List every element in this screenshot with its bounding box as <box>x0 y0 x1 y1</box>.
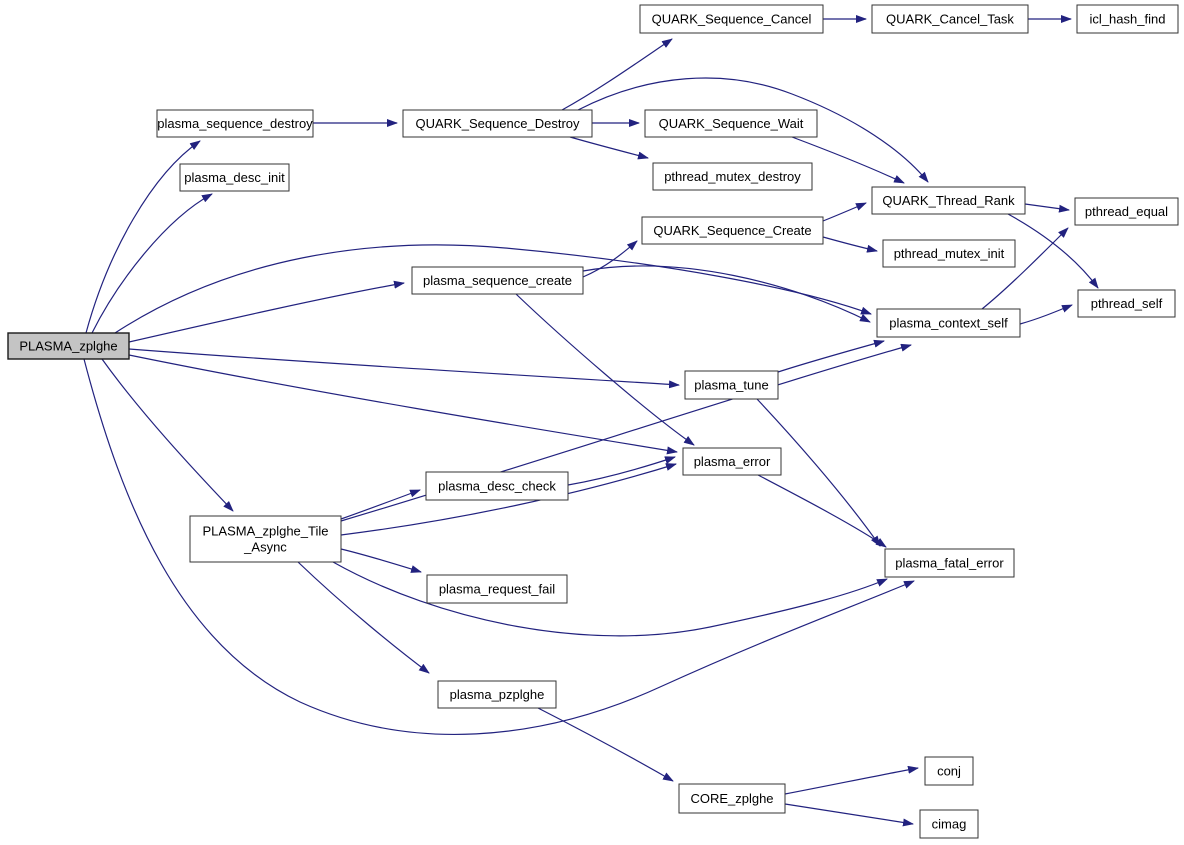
edge-PLASMA_zplghe-to-plasma_context_self <box>114 244 872 334</box>
edge-plasma_sequence_create-to-QUARK_Sequence_Create <box>582 240 638 278</box>
node-plasma_context_self[interactable]: plasma_context_self <box>876 308 1021 338</box>
node-plasma_desc_check[interactable]: plasma_desc_check <box>425 471 569 501</box>
node-label-plasma_tune: plasma_tune <box>694 378 768 393</box>
node-QUARK_Thread_Rank[interactable]: QUARK_Thread_Rank <box>871 186 1026 215</box>
node-conj[interactable]: conj <box>924 756 974 786</box>
edge-plasma_sequence_create-to-plasma_context_self <box>582 265 871 323</box>
node-plasma_tune[interactable]: plasma_tune <box>684 370 779 400</box>
edges-layer <box>83 15 1099 827</box>
node-label-plasma_error: plasma_error <box>694 454 771 469</box>
node-label-plasma_desc_check: plasma_desc_check <box>438 479 556 494</box>
node-label-QUARK_Cancel_Task: QUARK_Cancel_Task <box>886 12 1014 27</box>
edge-PLASMA_zplghe-to-plasma_sequence_create <box>128 280 405 343</box>
edge-CORE_zplghe-to-cimag <box>784 803 914 827</box>
node-label-plasma_request_fail: plasma_request_fail <box>439 582 555 597</box>
edge-QUARK_Sequence_Wait-to-QUARK_Thread_Rank <box>791 136 905 184</box>
edge-plasma_error-to-plasma_fatal_error <box>757 474 887 548</box>
edge-QUARK_Thread_Rank-to-pthread_self <box>1007 213 1099 289</box>
node-pthread_equal[interactable]: pthread_equal <box>1074 197 1179 226</box>
edge-CORE_zplghe-to-conj <box>784 765 919 795</box>
node-pthread_mutex_init[interactable]: pthread_mutex_init <box>882 239 1016 268</box>
node-QUARK_Sequence_Create[interactable]: QUARK_Sequence_Create <box>641 216 824 245</box>
node-label-plasma_desc_init: plasma_desc_init <box>184 170 285 185</box>
edge-PLASMA_zplghe_Tile_Async-to-plasma_context_self <box>340 343 912 522</box>
edge-PLASMA_zplghe-to-plasma_tune <box>128 348 680 389</box>
edge-plasma_tune-to-plasma_fatal_error <box>756 398 881 547</box>
node-label-plasma_fatal_error: plasma_fatal_error <box>895 556 1004 571</box>
node-label-QUARK_Sequence_Wait: QUARK_Sequence_Wait <box>659 116 804 131</box>
node-pthread_self[interactable]: pthread_self <box>1077 289 1176 318</box>
node-label-pthread_mutex_init: pthread_mutex_init <box>894 246 1005 261</box>
edge-PLASMA_zplghe_Tile_Async-to-plasma_fatal_error <box>332 561 888 637</box>
node-plasma_desc_init[interactable]: plasma_desc_init <box>179 163 290 192</box>
node-PLASMA_zplghe[interactable]: PLASMA_zplghe <box>7 332 130 360</box>
edge-QUARK_Sequence_Create-to-QUARK_Thread_Rank <box>822 202 867 222</box>
edge-QUARK_Thread_Rank-to-pthread_equal <box>1024 203 1070 213</box>
node-label-QUARK_Sequence_Cancel: QUARK_Sequence_Cancel <box>652 12 812 27</box>
edge-plasma_desc_check-to-plasma_error <box>567 456 676 486</box>
node-label-PLASMA_zplghe_Tile_Async-line1: PLASMA_zplghe_Tile <box>203 524 329 539</box>
edge-plasma_sequence_create-to-plasma_error <box>515 293 695 446</box>
node-label-PLASMA_zplghe_Tile_Async-line2: _Async <box>243 540 287 555</box>
node-pthread_mutex_destroy[interactable]: pthread_mutex_destroy <box>652 162 813 191</box>
node-label-icl_hash_find: icl_hash_find <box>1090 12 1166 27</box>
edge-PLASMA_zplghe_Tile_Async-to-plasma_request_fail <box>340 548 422 573</box>
edge-QUARK_Sequence_Destroy-to-QUARK_Thread_Rank <box>577 77 929 183</box>
node-label-plasma_sequence_destroy: plasma_sequence_destroy <box>157 116 313 131</box>
node-label-pthread_equal: pthread_equal <box>1085 204 1168 219</box>
node-QUARK_Sequence_Wait[interactable]: QUARK_Sequence_Wait <box>644 109 818 138</box>
node-label-plasma_sequence_create: plasma_sequence_create <box>423 273 572 288</box>
edge-QUARK_Sequence_Destroy-to-pthread_mutex_destroy <box>569 136 649 160</box>
edge-plasma_pzplghe-to-CORE_zplghe <box>537 707 674 782</box>
node-label-QUARK_Sequence_Destroy: QUARK_Sequence_Destroy <box>415 116 580 131</box>
node-plasma_pzplghe[interactable]: plasma_pzplghe <box>437 680 557 709</box>
edge-PLASMA_zplghe-to-plasma_fatal_error <box>83 358 915 736</box>
node-label-pthread_self: pthread_self <box>1091 296 1163 311</box>
node-icl_hash_find[interactable]: icl_hash_find <box>1076 4 1179 34</box>
edge-QUARK_Sequence_Create-to-pthread_mutex_init <box>822 236 878 253</box>
node-label-QUARK_Sequence_Create: QUARK_Sequence_Create <box>653 223 811 238</box>
edge-PLASMA_zplghe_Tile_Async-to-plasma_pzplghe <box>297 561 430 674</box>
node-plasma_fatal_error[interactable]: plasma_fatal_error <box>884 548 1015 578</box>
node-cimag[interactable]: cimag <box>919 809 979 839</box>
node-label-cimag: cimag <box>932 817 967 832</box>
node-plasma_error[interactable]: plasma_error <box>682 447 782 476</box>
node-PLASMA_zplghe_Tile_Async[interactable]: PLASMA_zplghe_Tile_Async <box>189 515 342 563</box>
node-label-CORE_zplghe: CORE_zplghe <box>690 791 773 806</box>
edge-plasma_tune-to-plasma_context_self <box>777 339 885 373</box>
node-label-plasma_context_self: plasma_context_self <box>889 316 1008 331</box>
edge-plasma_context_self-to-pthread_equal <box>981 227 1069 310</box>
edge-PLASMA_zplghe-to-plasma_desc_init <box>91 193 213 334</box>
node-QUARK_Cancel_Task[interactable]: QUARK_Cancel_Task <box>871 4 1029 34</box>
node-QUARK_Sequence_Cancel[interactable]: QUARK_Sequence_Cancel <box>639 4 824 34</box>
node-label-conj: conj <box>937 764 961 779</box>
node-label-pthread_mutex_destroy: pthread_mutex_destroy <box>664 169 801 184</box>
edge-PLASMA_zplghe_Tile_Async-to-plasma_desc_check <box>340 489 421 520</box>
node-plasma_sequence_destroy[interactable]: plasma_sequence_destroy <box>156 109 314 138</box>
node-label-PLASMA_zplghe: PLASMA_zplghe <box>19 339 117 354</box>
edge-PLASMA_zplghe-to-PLASMA_zplghe_Tile_Async <box>101 358 234 512</box>
node-CORE_zplghe[interactable]: CORE_zplghe <box>678 783 786 814</box>
edge-plasma_context_self-to-pthread_self <box>1019 304 1073 325</box>
node-plasma_request_fail[interactable]: plasma_request_fail <box>426 574 568 604</box>
node-label-plasma_pzplghe: plasma_pzplghe <box>450 687 545 702</box>
node-QUARK_Sequence_Destroy[interactable]: QUARK_Sequence_Destroy <box>402 109 593 138</box>
edge-PLASMA_zplghe_Tile_Async-to-plasma_error <box>340 463 677 536</box>
edge-PLASMA_zplghe-to-plasma_sequence_destroy <box>85 140 201 334</box>
edge-PLASMA_zplghe-to-plasma_error <box>128 354 678 455</box>
edge-QUARK_Sequence_Destroy-to-QUARK_Sequence_Cancel <box>561 38 673 111</box>
nodes-layer: PLASMA_zplghe plasma_sequence_destroyplas… <box>7 4 1179 839</box>
node-label-QUARK_Thread_Rank: QUARK_Thread_Rank <box>882 193 1015 208</box>
node-plasma_sequence_create[interactable]: plasma_sequence_create <box>411 266 584 295</box>
